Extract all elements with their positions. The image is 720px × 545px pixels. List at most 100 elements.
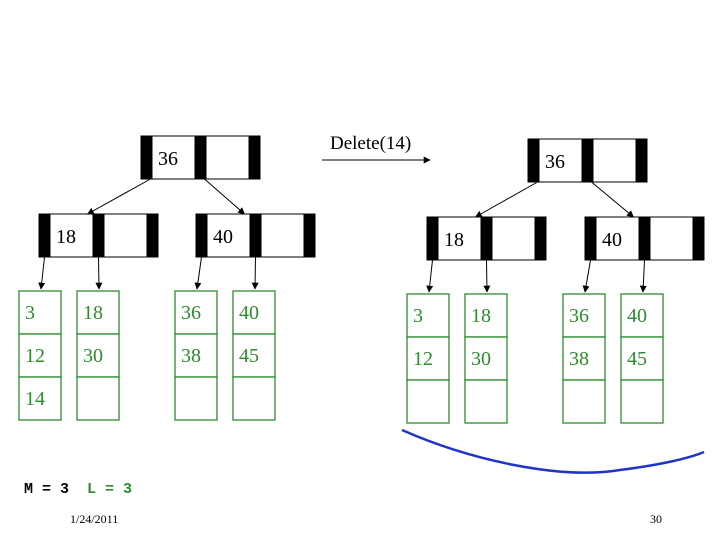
leaf-cell	[464, 379, 508, 424]
leaf-cell	[174, 376, 218, 421]
tree-after-root-node: 36	[527, 138, 648, 183]
leaf-value: 45	[627, 348, 647, 370]
leaf-value: 18	[471, 305, 491, 327]
node-key: 40	[602, 229, 622, 251]
pointer-bar	[141, 136, 152, 179]
leaf-cell	[464, 293, 508, 338]
pointer-arrow	[194, 256, 202, 290]
key-slot	[595, 216, 640, 261]
node-key: 36	[158, 148, 178, 170]
node-key: 36	[545, 151, 565, 173]
tree-after-internal-node: 18	[426, 216, 547, 261]
leaf-value: 30	[83, 345, 103, 367]
key-slot	[151, 135, 196, 180]
pointer-arrow	[95, 256, 103, 290]
leaf-value: 45	[239, 345, 259, 367]
tree-after-leaf: 36 38	[562, 293, 606, 424]
leaf-cell	[18, 376, 62, 421]
pointer-arrow	[474, 181, 538, 218]
leaf-cell	[18, 290, 62, 335]
leaf-value: 12	[413, 348, 433, 370]
leaf-value: 18	[83, 302, 103, 324]
leaf-value: 40	[627, 305, 647, 327]
node-key: 40	[213, 226, 233, 248]
pointer-bar	[585, 217, 596, 260]
pointer-bar	[636, 139, 647, 182]
pointer-arrow	[251, 256, 259, 290]
node-key: 18	[56, 226, 76, 248]
tree-edges	[38, 178, 647, 293]
leaf-cell	[562, 293, 606, 338]
tree-before-leaf: 40 45	[232, 290, 276, 421]
leaf-value: 3	[25, 302, 35, 324]
leaf-cell	[174, 290, 218, 335]
pointer-bar	[195, 136, 206, 179]
pointer-bar	[147, 214, 158, 257]
tree-before-root-node: 36	[140, 135, 261, 180]
operation-arrow-group: Delete(14)	[322, 133, 431, 164]
leaf-cell	[620, 336, 664, 381]
leaf-cell	[76, 333, 120, 378]
leaf-cell	[76, 290, 120, 335]
pointer-bar	[528, 139, 539, 182]
leaf-cell	[232, 290, 276, 335]
pointer-bar	[93, 214, 104, 257]
key-slot	[260, 213, 305, 258]
leaf-value: 30	[471, 348, 491, 370]
tree-after-internal-node: 40	[584, 216, 705, 261]
pointer-bar	[39, 214, 50, 257]
key-slot	[437, 216, 482, 261]
key-slot	[649, 216, 694, 261]
pointer-bar	[249, 136, 260, 179]
pointer-arrow	[483, 259, 491, 293]
key-slot	[592, 138, 637, 183]
pointer-arrow	[86, 178, 151, 215]
leaf-cell	[562, 379, 606, 424]
pointer-bar	[196, 214, 207, 257]
key-slot	[206, 213, 251, 258]
pointer-arrow	[582, 259, 591, 293]
key-slot	[49, 213, 94, 258]
pointer-arrow	[639, 259, 647, 293]
key-slot	[491, 216, 536, 261]
leaf-value: 36	[569, 305, 589, 327]
pointer-bar	[693, 217, 704, 260]
leaf-cell	[18, 333, 62, 378]
tree-before-internal-node: 18	[38, 213, 159, 258]
operation-label: Delete(14)	[330, 133, 411, 154]
m-parameter: M = 3	[24, 481, 70, 498]
leaf-value: 40	[239, 302, 259, 324]
tree-parameters: M = 3 L = 3	[24, 481, 132, 498]
pointer-arrow	[591, 181, 635, 218]
leaf-cell	[232, 333, 276, 378]
tree-before-internal-node: 40	[195, 213, 316, 258]
key-slot	[205, 135, 250, 180]
pointer-arrow	[204, 178, 246, 215]
pointer-arrow	[38, 256, 46, 290]
pointer-bar	[481, 217, 492, 260]
leaf-value: 3	[413, 305, 423, 327]
leaf-cell	[232, 376, 276, 421]
pointer-bar	[427, 217, 438, 260]
pointer-bar	[250, 214, 261, 257]
node-key: 18	[444, 229, 464, 251]
pointer-bar	[639, 217, 650, 260]
key-slot	[538, 138, 583, 183]
l-parameter: L = 3	[87, 481, 133, 498]
pointer-bar	[535, 217, 546, 260]
leaf-cell	[562, 336, 606, 381]
pointer-arrow	[426, 259, 434, 293]
leaf-value: 12	[25, 345, 45, 367]
tree-after-leaf: 40 45	[620, 293, 664, 424]
leaf-value: 38	[569, 348, 589, 370]
leaf-cell	[406, 336, 450, 381]
leaf-cell	[620, 379, 664, 424]
leaf-cell	[406, 379, 450, 424]
